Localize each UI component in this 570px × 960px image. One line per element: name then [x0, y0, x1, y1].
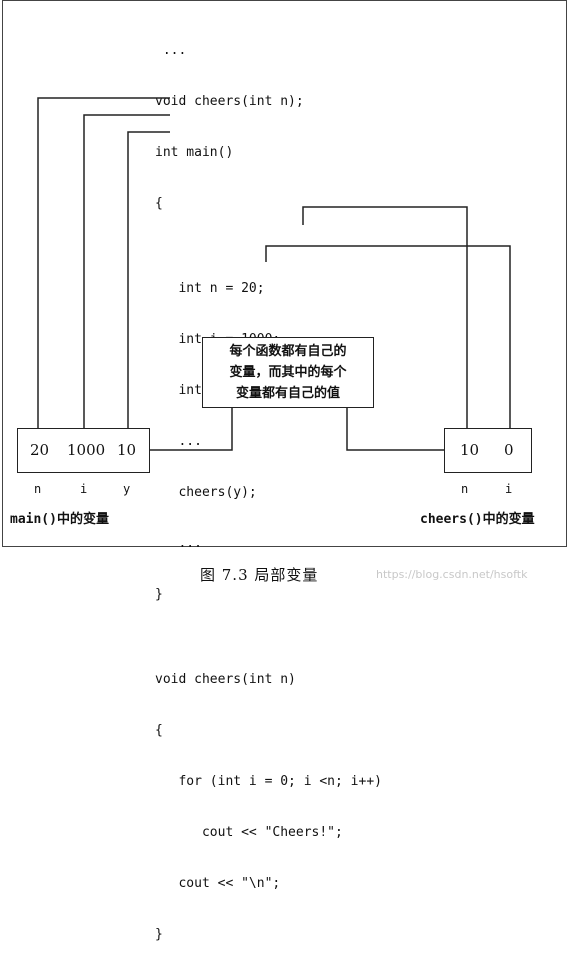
cheers-label-i: i — [505, 482, 513, 496]
cheers-value-n: 10 — [460, 441, 480, 459]
main-label-n: n — [34, 482, 42, 496]
code-line: void cheers(int n) — [155, 672, 296, 687]
main-value-n: 20 — [30, 441, 50, 459]
code-line: { — [155, 196, 163, 211]
main-variables-box — [17, 428, 150, 473]
code-line: cheers(y); — [155, 485, 257, 500]
code-line: ... — [155, 536, 202, 551]
main-label-y: y — [123, 482, 131, 496]
code-line: ... — [155, 434, 202, 449]
code-line: { — [155, 723, 163, 738]
code-line: int n = 20; — [155, 281, 265, 296]
code-line: ... — [155, 43, 187, 58]
callout-line: 变量，而其中的每个 — [229, 365, 347, 380]
code-line: } — [155, 927, 163, 942]
code-line: for (int i = 0; i <n; i++) — [155, 774, 382, 789]
callout-note: 每个函数都有自己的 变量，而其中的每个 变量都有自己的值 — [202, 337, 374, 408]
connector-cheers-i — [265, 245, 511, 428]
main-label-i: i — [80, 482, 88, 496]
connector-lines — [37, 97, 511, 451]
figure-frame — [2, 0, 567, 547]
connector-cheers-n — [302, 206, 468, 428]
figure-caption: 图 7.3 局部变量 — [200, 566, 319, 584]
code-line: void cheers(int n); — [155, 94, 304, 109]
callout-line: 每个函数都有自己的 — [229, 344, 347, 359]
main-value-i: 1000 — [67, 441, 106, 459]
main-caption: main()中的变量 — [10, 512, 109, 527]
code-line: cout << "Cheers!"; — [155, 825, 343, 840]
main-value-y: 10 — [117, 441, 137, 459]
connector-n — [37, 97, 170, 428]
cheers-label-n: n — [461, 482, 469, 496]
connector-note-main — [150, 408, 233, 451]
connector-note-cheers — [346, 408, 444, 451]
code-line: cout << "\n"; — [155, 876, 281, 891]
connector-y — [127, 131, 170, 428]
cheers-variables-box — [444, 428, 532, 473]
callout-line: 变量都有自己的值 — [235, 386, 340, 401]
cheers-caption: cheers()中的变量 — [420, 512, 535, 527]
connector-i — [83, 114, 170, 428]
code-line: int main() — [155, 145, 234, 160]
cheers-value-i: 0 — [504, 441, 514, 459]
watermark: https://blog.csdn.net/hsoftk — [376, 568, 528, 581]
